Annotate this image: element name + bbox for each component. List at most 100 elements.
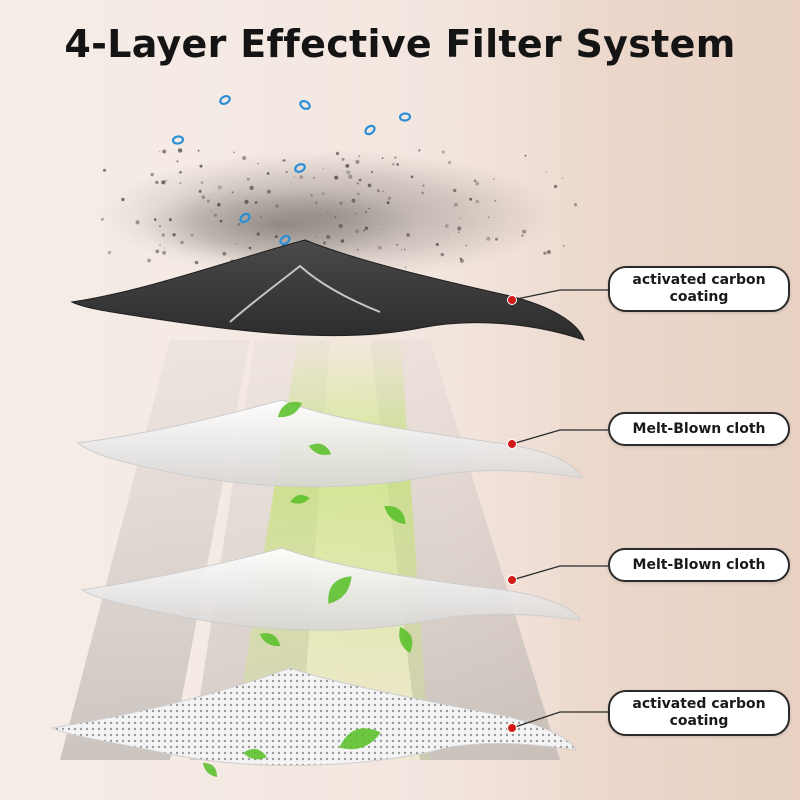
dust-speck bbox=[179, 171, 182, 174]
dust-speck bbox=[283, 159, 286, 162]
leaf bbox=[290, 494, 310, 504]
dust-speck bbox=[222, 251, 227, 256]
dust-speck bbox=[364, 226, 369, 231]
dust-speck bbox=[459, 257, 463, 260]
dust-speck bbox=[435, 243, 439, 246]
dust-speck bbox=[387, 196, 391, 200]
dust-speck bbox=[345, 164, 350, 168]
dust-speck bbox=[197, 149, 200, 152]
dust-speck bbox=[346, 170, 351, 175]
leaf bbox=[243, 748, 267, 760]
dust-speck bbox=[322, 167, 325, 170]
dust-speck bbox=[562, 244, 565, 247]
dust-speck bbox=[380, 228, 383, 230]
dust-speck bbox=[233, 151, 235, 154]
dust-speck bbox=[165, 180, 167, 182]
dust-speck bbox=[267, 189, 271, 194]
dust-speck bbox=[418, 149, 421, 152]
layer-1-inner-fold bbox=[229, 264, 381, 323]
dust-speck bbox=[382, 190, 384, 193]
dust-speck bbox=[391, 162, 395, 166]
callout-layer-1-label: activated carbon coating bbox=[632, 272, 766, 305]
callout-layer-1: activated carbon coating bbox=[608, 266, 790, 312]
dust-speck bbox=[159, 244, 161, 247]
dust-speck bbox=[121, 197, 125, 202]
dust-speck bbox=[310, 194, 313, 197]
dust-speck bbox=[394, 156, 397, 159]
blue-particle bbox=[398, 112, 412, 122]
dust-speck bbox=[447, 160, 452, 165]
dust-speck bbox=[401, 249, 403, 251]
dust-speck bbox=[381, 157, 384, 160]
callout-layer-3-label: Melt-Blown cloth bbox=[632, 556, 766, 573]
dust-speck bbox=[275, 204, 279, 208]
leader-line bbox=[511, 429, 608, 445]
dust-speck bbox=[180, 240, 184, 245]
dust-speck bbox=[453, 202, 458, 207]
dust-speck bbox=[107, 250, 112, 255]
dust-speck bbox=[163, 247, 165, 249]
dust-speck bbox=[155, 180, 159, 184]
blue-particle bbox=[219, 95, 231, 105]
dust-speck bbox=[465, 244, 468, 247]
dust-speck bbox=[396, 163, 400, 166]
dust-speck bbox=[256, 232, 260, 236]
blue-particle bbox=[239, 212, 251, 224]
dust-speck bbox=[521, 234, 524, 237]
dust-speck bbox=[281, 159, 284, 162]
dust-speck bbox=[260, 216, 262, 218]
dust-speck bbox=[457, 231, 460, 234]
dust-speck bbox=[237, 222, 241, 226]
dust-speck bbox=[475, 199, 480, 204]
background-light bbox=[560, 0, 800, 800]
dust-speck bbox=[198, 189, 202, 193]
dust-speck bbox=[168, 218, 172, 222]
dust-cloud-core bbox=[140, 185, 420, 265]
dust-speck bbox=[150, 172, 154, 177]
dust-speck bbox=[341, 157, 345, 161]
dust-speck bbox=[367, 183, 372, 188]
dust-speck bbox=[326, 234, 331, 240]
blue-particle bbox=[279, 234, 291, 246]
dust-speck bbox=[386, 201, 390, 205]
dust-speck bbox=[376, 189, 380, 193]
callout-layer-2: Melt-Blown cloth bbox=[608, 412, 790, 446]
dust-speck bbox=[217, 202, 221, 207]
dust-speck bbox=[358, 178, 362, 182]
dust-speck bbox=[201, 195, 206, 199]
dust-speck bbox=[153, 218, 157, 221]
dust-speck bbox=[339, 201, 343, 206]
dust-speck bbox=[487, 216, 490, 219]
dust-speck bbox=[561, 177, 564, 179]
dust-speck bbox=[248, 246, 252, 250]
dust-speck bbox=[473, 179, 477, 182]
dust-speck bbox=[406, 233, 410, 237]
leaf bbox=[328, 576, 352, 604]
dust-speck bbox=[214, 213, 217, 217]
leader-line bbox=[511, 565, 608, 581]
dust-speck bbox=[356, 192, 360, 196]
dust-speck bbox=[421, 191, 424, 195]
dust-speck bbox=[244, 199, 249, 204]
dust-speck bbox=[176, 160, 179, 163]
dust-speck bbox=[147, 258, 152, 263]
dust-speck bbox=[254, 201, 258, 204]
diagram-title: 4-Layer Effective Filter System bbox=[64, 22, 736, 66]
dust-speck bbox=[274, 235, 278, 239]
dust-speck bbox=[315, 201, 318, 204]
dust-speck bbox=[358, 155, 361, 158]
dust-speck bbox=[486, 236, 491, 241]
dust-speck bbox=[161, 233, 165, 237]
dust-speck bbox=[322, 192, 325, 195]
dust-speck bbox=[475, 181, 480, 186]
dust-speck bbox=[334, 175, 339, 180]
dust-speck bbox=[159, 225, 161, 228]
dust-speck bbox=[161, 180, 166, 185]
dust-speck bbox=[363, 229, 366, 232]
dust-speck bbox=[440, 252, 444, 257]
dust-speck bbox=[299, 175, 303, 179]
dust-speck bbox=[231, 191, 234, 194]
dust-speck bbox=[377, 245, 382, 250]
dust-speck bbox=[249, 185, 254, 190]
